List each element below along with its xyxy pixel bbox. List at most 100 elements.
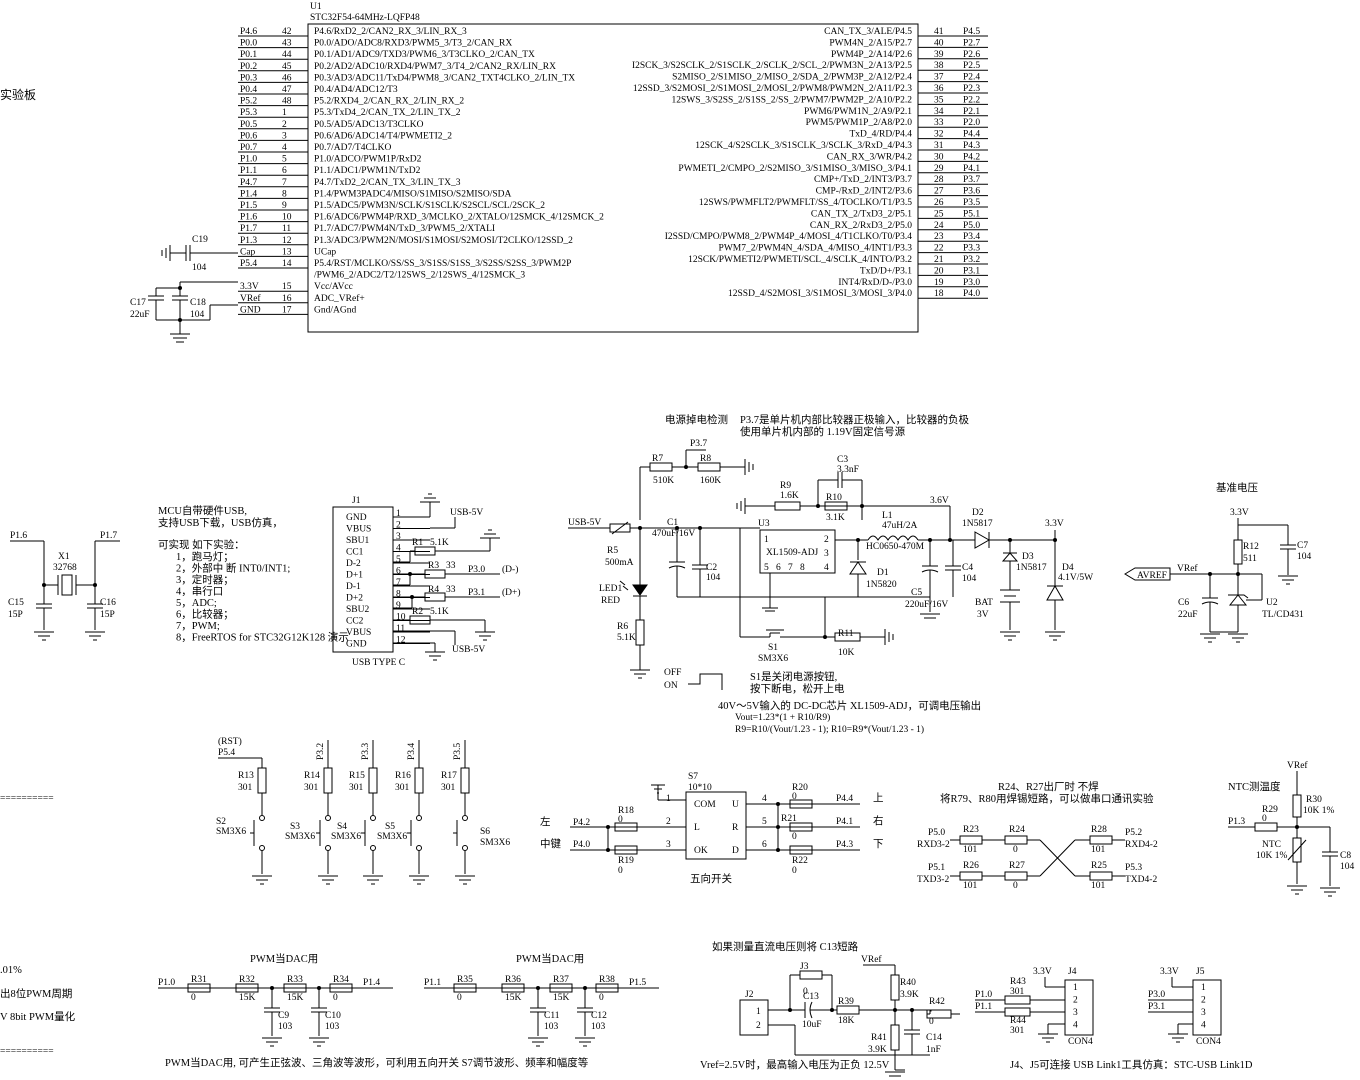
dac-resistor-ref: R35 — [457, 975, 473, 985]
link-foot: J4、J5可连接 USB Link1工具仿真：STC-USB Link1D — [1010, 1058, 1253, 1071]
mcu-right-pin-func: CMP-/RxD_2/INT2/P3.6 — [816, 187, 913, 197]
r2-value: 5.1K — [430, 607, 449, 617]
c4-value: 104 — [962, 574, 977, 584]
adc-input-section: 如果测量直流电压则将 C13短路 J2 1 2 J3 0 C13 10uF R3… — [700, 940, 960, 1077]
left-fragment-3: V 8bit PWM量化 — [0, 1010, 76, 1023]
mcu-left-pin-func: P1.7/ADC7/PWM4N/TxD_3/PWM5_2/XTALI — [314, 224, 495, 234]
connector-pin-num: 2 — [1073, 996, 1078, 1006]
usb-note-item: 7，PWM; — [176, 621, 220, 632]
led-value: RED — [601, 596, 620, 606]
c6-value: 22uF — [1178, 610, 1198, 620]
key-switch-value: SM3X6 — [285, 832, 315, 842]
ntc-ref: NTC — [1262, 840, 1281, 850]
mcu-left-pin-net: P5.3 — [240, 108, 257, 118]
mcu-ref: U1 — [310, 2, 322, 12]
mcu-left-pin-num: 16 — [282, 294, 292, 304]
dac-output-net: P1.5 — [629, 978, 646, 988]
mcu-right-pin-net: P2.1 — [963, 107, 980, 117]
s7-pin-d: D — [732, 846, 739, 856]
r10-ref: R10 — [826, 493, 842, 503]
mcu-right-pin-net: P4.4 — [963, 130, 980, 140]
crystal-value: 32768 — [53, 563, 77, 573]
dac-resistor-ref: R33 — [287, 975, 303, 985]
u3-pin-4: 4 — [824, 563, 829, 573]
mcu-left-pin-func: P1.5/ADC5/PWM3N/SCLK/S1SCLK/S2SCL/SCL/2S… — [314, 201, 545, 211]
power-section: 电源掉电检测 P3.7是单片机内部比较器正极输入，比较器的负极 使用单片机内部的… — [568, 413, 1093, 735]
j2-ref: J2 — [745, 990, 754, 1000]
j4-33v: 3.3V — [1033, 967, 1052, 977]
c3-ref: C3 — [837, 455, 848, 465]
usb-note-line2: 支持USB下载，USB仿真， — [158, 516, 283, 529]
r4-signal: (D+) — [502, 587, 521, 598]
p40-net: P4.0 — [573, 840, 590, 850]
key-resistor — [414, 767, 424, 794]
c4-ref: C4 — [962, 563, 973, 573]
mcu-left-pin-func: P1.6/ADC6/PWM4P/RXD_3/MCLKO_2/XTALO/12SM… — [314, 213, 604, 223]
mcu-right-pin-num: 33 — [934, 118, 944, 128]
mcu-right-pin-func: TxD/D+/P3.1 — [860, 266, 912, 276]
dac-resistor — [549, 983, 573, 993]
u3-part: XL1509-ADJ — [766, 548, 819, 558]
usb-c-pin-num: 3 — [396, 532, 401, 542]
r12-value: 511 — [1243, 554, 1257, 564]
crystal-section: P1.6 P1.7 X1 32768 C15 15P C16 15P — [8, 531, 120, 641]
u2-ref: U2 — [1266, 598, 1278, 608]
s1-note-1: S1是关闭电源按钮, — [750, 670, 837, 683]
r41-ref: R41 — [871, 1033, 887, 1043]
u3-body — [759, 529, 836, 574]
mcu-right-pin-net: P3.5 — [963, 198, 980, 208]
rxd42-net: RXD4-2 — [1125, 840, 1158, 850]
connector-pin-num: 3 — [1073, 1008, 1078, 1018]
mcu-left-pin-func: P1.1/ADC1/PWM1N/TxD2 — [314, 166, 421, 176]
mcu-right-pin-net: P2.5 — [963, 61, 980, 71]
usb-c-pin-num: 4 — [396, 544, 401, 554]
r30-ref: R30 — [1306, 795, 1322, 805]
five-way-section: S7 10*10 五向开关 COM L OK U R D 1 2 3 4 5 6… — [540, 772, 884, 885]
r20-value: 0 — [792, 792, 797, 802]
d3-value: 1N5817 — [1016, 563, 1047, 573]
d3-ref: D3 — [1022, 552, 1034, 562]
key-switch-ref: S5 — [385, 822, 395, 832]
r44-value: 301 — [1010, 1026, 1025, 1036]
mcu-left-pin-num: 46 — [282, 73, 292, 83]
usb-c-pin-num: 5 — [396, 555, 401, 565]
usb-c-pin-num: 6 — [396, 567, 401, 577]
mcu-right-pin-num: 37 — [934, 73, 944, 83]
s1-ref: S1 — [768, 643, 778, 653]
key-contact — [416, 845, 422, 851]
s2-value: SM3X6 — [216, 827, 246, 837]
s2-ref: S2 — [216, 817, 226, 827]
mcu-left-pin-net: P1.4 — [240, 189, 257, 199]
dac-capacitor-value: 103 — [278, 1022, 293, 1032]
r23-value: 101 — [963, 845, 978, 855]
key-net-label: P3.3 — [361, 743, 371, 760]
mcu-left-pin-func: P4.7/TxD2_2/CAN_TX_3/LIN_TX_3 — [314, 178, 461, 188]
usb-c-pin-num: 10 — [396, 613, 406, 623]
mcu-left-pin-func: P0.0/ADO/ADC8/RXD3/PWM5_3/T3_2/CAN_RX — [314, 39, 512, 49]
mcu-left-pin-func: P4.6/RxD2_2/CAN2_RX_3/LIN_RX_3 — [314, 27, 467, 37]
mcu-right-pin-func: CAN_RX_2/RxD3_2/P5.0 — [810, 221, 912, 231]
mcu-right-pin-func: CAN_TX_2/TxD3_2/P5.1 — [811, 209, 912, 219]
dac-resistor-ref: R31 — [191, 975, 207, 985]
vref-net: VRef — [1177, 563, 1198, 574]
mcu-left-pin-num: 2 — [282, 120, 287, 130]
v36-label: 3.6V — [930, 496, 949, 506]
u3-pin-1: 1 — [764, 535, 769, 545]
j1-ref: J1 — [352, 496, 361, 506]
c13-value: 10uF — [802, 1020, 822, 1030]
connector-pin-num: 4 — [1201, 1021, 1206, 1031]
usb-note-item: 4，串行口 — [176, 585, 223, 598]
mcu-right-pin-net: P3.0 — [963, 278, 980, 288]
mcu-left-pin-net: P0.0 — [240, 39, 257, 49]
mcu-right-pin-func: I2SCK_3/S2SCLK_2/S1SCLK_2/SCLK_2/SCL_2/P… — [632, 61, 912, 71]
s7-num-6: 6 — [762, 840, 767, 850]
up-label: 上 — [873, 792, 884, 804]
power-title: 电源掉电检测 — [665, 413, 728, 426]
r11-ref: R11 — [838, 629, 854, 639]
dcdc-note-1: 40V～5V输入的 DC-DC芯片 XL1509-ADJ，可调电压输出 — [718, 699, 981, 712]
r3-signal: (D-) — [502, 564, 518, 575]
